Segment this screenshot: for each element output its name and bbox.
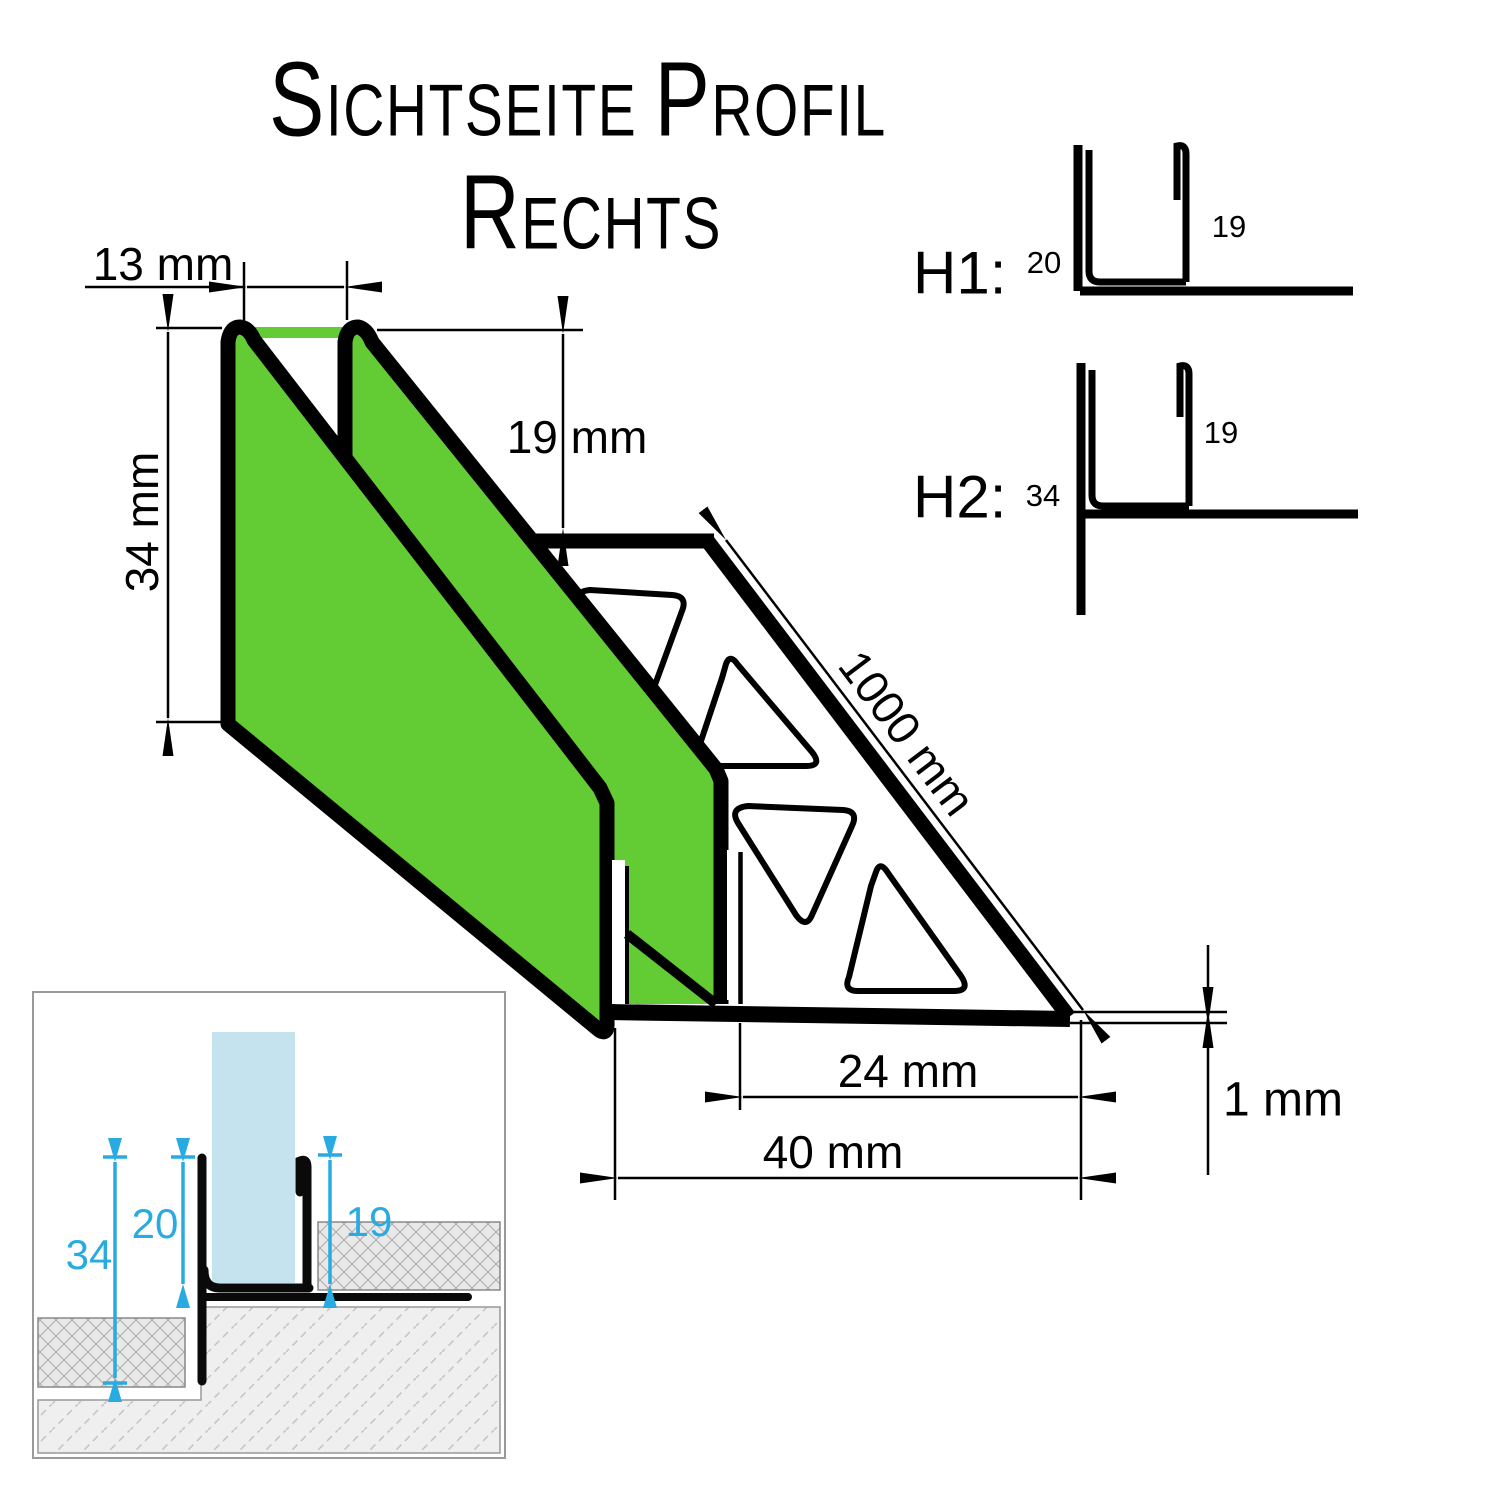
h1-cross-section [1073,142,1353,296]
dim-base-inner-label: 24 mm [837,1045,979,1097]
channel-front-section [605,850,1071,1027]
fin-left [220,319,615,1040]
inset-dim-channel-label: 20 [131,1200,179,1247]
h2-left-value: 34 [1025,478,1061,513]
main-profile-drawing [85,261,1227,1200]
h2-right-value: 19 [1203,415,1239,450]
inset-dimensions [103,1136,342,1402]
inset-dim-total-label: 34 [65,1231,113,1278]
inset-profile [197,1153,472,1386]
title-text: S [269,40,326,159]
tile-layer-left [37,1317,186,1388]
dim-thickness-label: 1 mm [1223,1073,1343,1127]
substrate-hatch [37,1306,501,1454]
dim-height-left-label: 34 mm [116,451,168,593]
dimension-lines [85,261,1227,1200]
h1-section-label: H1: [913,239,1007,307]
h1-right-value: 19 [1211,209,1247,244]
dim-base-total-label: 40 mm [762,1126,904,1178]
dim-channel-width-label: 13 mm [92,238,234,290]
inset-dim-right-label: 19 [345,1198,393,1245]
length-dimension-line [698,506,1111,1044]
tile-layer-right [317,1221,501,1291]
glass-panel [212,1032,295,1283]
page-title-line1: Sichtseite Profil [269,40,887,159]
page-title-line2: Rechts [459,153,723,272]
h2-section-label: H2: [913,463,1007,531]
installation-inset [32,991,506,1459]
dim-height-right-label: 19 mm [506,411,648,463]
h2-cross-section [1076,362,1358,615]
h1-left-value: 20 [1026,245,1062,280]
